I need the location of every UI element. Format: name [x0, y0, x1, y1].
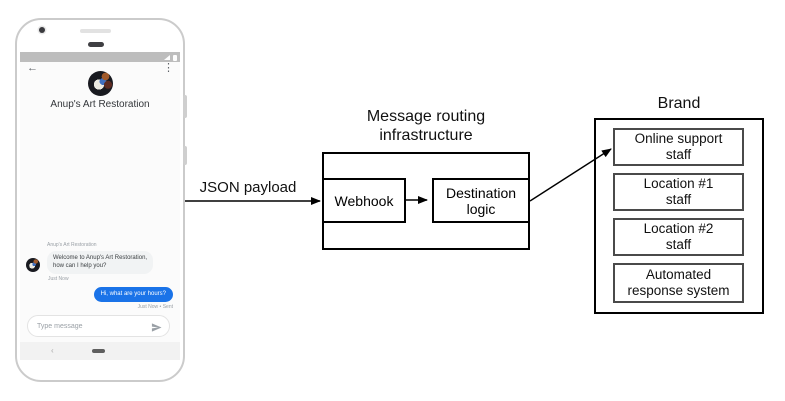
volume-button — [183, 146, 187, 165]
back-icon[interactable]: ← — [27, 62, 38, 74]
brand-box-location-2: Location #2 staff — [613, 218, 744, 256]
message-input[interactable] — [37, 317, 147, 335]
android-nav-bar: ‹ — [20, 342, 180, 360]
incoming-message-line: Welcome to Anup's Art Restoration, — [53, 255, 148, 261]
message-composer[interactable] — [27, 315, 170, 337]
brand-box-line: Automated — [645, 267, 712, 282]
routing-title: Message routing infrastructure — [322, 107, 530, 145]
brand-container-box — [594, 118, 764, 314]
sender-label: Anup's Art Restoration — [47, 242, 97, 248]
overflow-menu-icon[interactable]: ⋮ — [163, 62, 174, 74]
brand-box-online-support: Online support staff — [613, 128, 744, 166]
brand-box-line: Online support — [634, 131, 723, 146]
phone-screen: ← ⋮ Anup's Art Restoration Anup's Art Re… — [20, 52, 180, 360]
business-avatar — [88, 71, 113, 96]
destination-label-line: logic — [466, 200, 496, 217]
send-icon[interactable] — [151, 322, 162, 333]
brand-box-line: response system — [627, 283, 730, 298]
message-avatar — [26, 258, 40, 272]
signal-icon — [164, 55, 170, 60]
speaker-grille — [88, 42, 104, 47]
power-button — [183, 95, 187, 118]
destination-label-line: Destination — [445, 184, 517, 201]
brand-box-line: staff — [665, 237, 692, 252]
nav-back-icon[interactable]: ‹ — [51, 346, 54, 355]
brand-box-line: Location #1 — [643, 176, 714, 191]
incoming-message-bubble: Welcome to Anup's Art Restoration, how c… — [47, 251, 154, 274]
brand-title: Brand — [657, 95, 701, 112]
conversation-title: Anup's Art Restoration — [50, 99, 150, 110]
earpiece — [80, 29, 111, 33]
battery-icon — [173, 54, 177, 61]
home-button[interactable] — [92, 349, 105, 353]
webhook-label: Webhook — [334, 192, 394, 209]
outgoing-message-bubble: Hi, what are your hours? — [93, 287, 173, 302]
routing-title-line: infrastructure — [379, 127, 473, 144]
outgoing-timestamp: Just Now • Sent — [137, 304, 173, 310]
brand-box-location-1: Location #1 staff — [613, 173, 744, 211]
brand-box-line: staff — [665, 147, 692, 162]
brand-box-automated-response: Automated response system — [613, 263, 744, 303]
webhook-box: Webhook — [322, 178, 406, 223]
routing-title-line: Message routing — [366, 108, 486, 125]
destination-logic-box: Destination logic — [432, 178, 530, 223]
incoming-timestamp: Just Now — [48, 276, 69, 282]
brand-box-line: Location #2 — [643, 221, 714, 236]
json-payload-label: JSON payload — [199, 179, 297, 196]
brand-box-line: staff — [665, 192, 692, 207]
front-camera-icon — [39, 27, 45, 33]
phone-frame: ← ⋮ Anup's Art Restoration Anup's Art Re… — [15, 18, 187, 382]
incoming-message-line: how can I help you? — [53, 262, 107, 269]
status-bar — [20, 52, 180, 62]
